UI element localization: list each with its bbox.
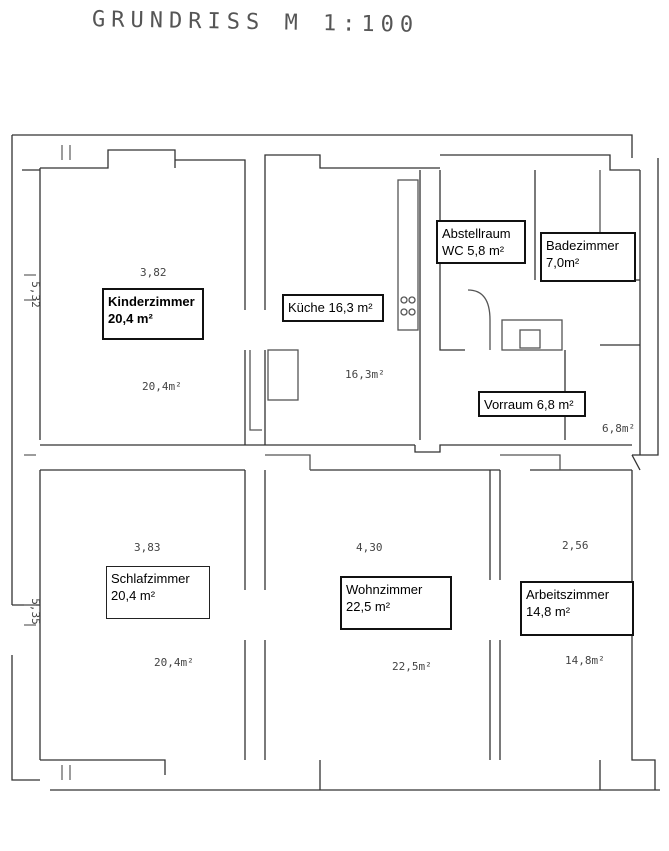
note-dim-535: 5,35 <box>28 598 42 625</box>
note-area-arbeitszimmer: 14,8m² <box>565 654 605 667</box>
arbeitszimmer-area: 14,8 m² <box>526 604 571 619</box>
kueche-name: Küche 16,3 m² <box>288 300 373 315</box>
note-width-382: 3,82 <box>140 266 167 279</box>
abstellraum-name: Abstellraum <box>442 226 511 241</box>
abstellraum-area: WC 5,8 m² <box>442 243 505 258</box>
interior-walls <box>40 170 640 760</box>
badezimmer-name: Badezimmer <box>546 238 619 253</box>
note-area-kueche: 16,3m² <box>345 368 385 381</box>
badezimmer-area: 7,0m² <box>546 255 580 270</box>
note-width-383: 3,83 <box>134 541 161 554</box>
label-wohnzimmer: Wohnzimmer 22,5 m² <box>340 576 452 630</box>
kinderzimmer-area: 20,4 m² <box>108 311 153 326</box>
schlafzimmer-area: 20,4 m² <box>111 588 156 603</box>
note-dim-532: 5,32 <box>28 281 42 308</box>
arbeitszimmer-name: Arbeitszimmer <box>526 587 610 602</box>
note-width-430: 4,30 <box>356 541 383 554</box>
label-schlafzimmer: Schlafzimmer 20,4 m² <box>106 566 210 619</box>
wohnzimmer-name: Wohnzimmer <box>346 582 423 597</box>
fixtures <box>249 170 601 470</box>
vorraum-name: Vorraum 6,8 m² <box>484 397 574 412</box>
label-kueche: Küche 16,3 m² <box>282 294 384 322</box>
label-badezimmer: Badezimmer 7,0m² <box>540 232 636 282</box>
wohnzimmer-area: 22,5 m² <box>346 599 391 614</box>
note-area-kinderzimmer: 20,4m² <box>142 380 182 393</box>
label-vorraum: Vorraum 6,8 m² <box>478 391 586 417</box>
label-kinderzimmer: Kinderzimmer 20,4 m² <box>102 288 204 340</box>
schlafzimmer-name: Schlafzimmer <box>111 571 190 586</box>
label-arbeitszimmer: Arbeitszimmer 14,8 m² <box>520 581 634 636</box>
kinderzimmer-name: Kinderzimmer <box>108 294 195 309</box>
note-width-256: 2,56 <box>562 539 589 552</box>
window-marks <box>24 145 71 780</box>
label-abstellraum: Abstellraum WC 5,8 m² <box>436 220 526 264</box>
outer-walls <box>11 134 660 791</box>
note-area-vorraum: 6,8m² <box>602 422 636 435</box>
note-area-schlafzimmer: 20,4m² <box>154 656 194 669</box>
note-area-wohnzimmer: 22,5m² <box>392 660 432 673</box>
